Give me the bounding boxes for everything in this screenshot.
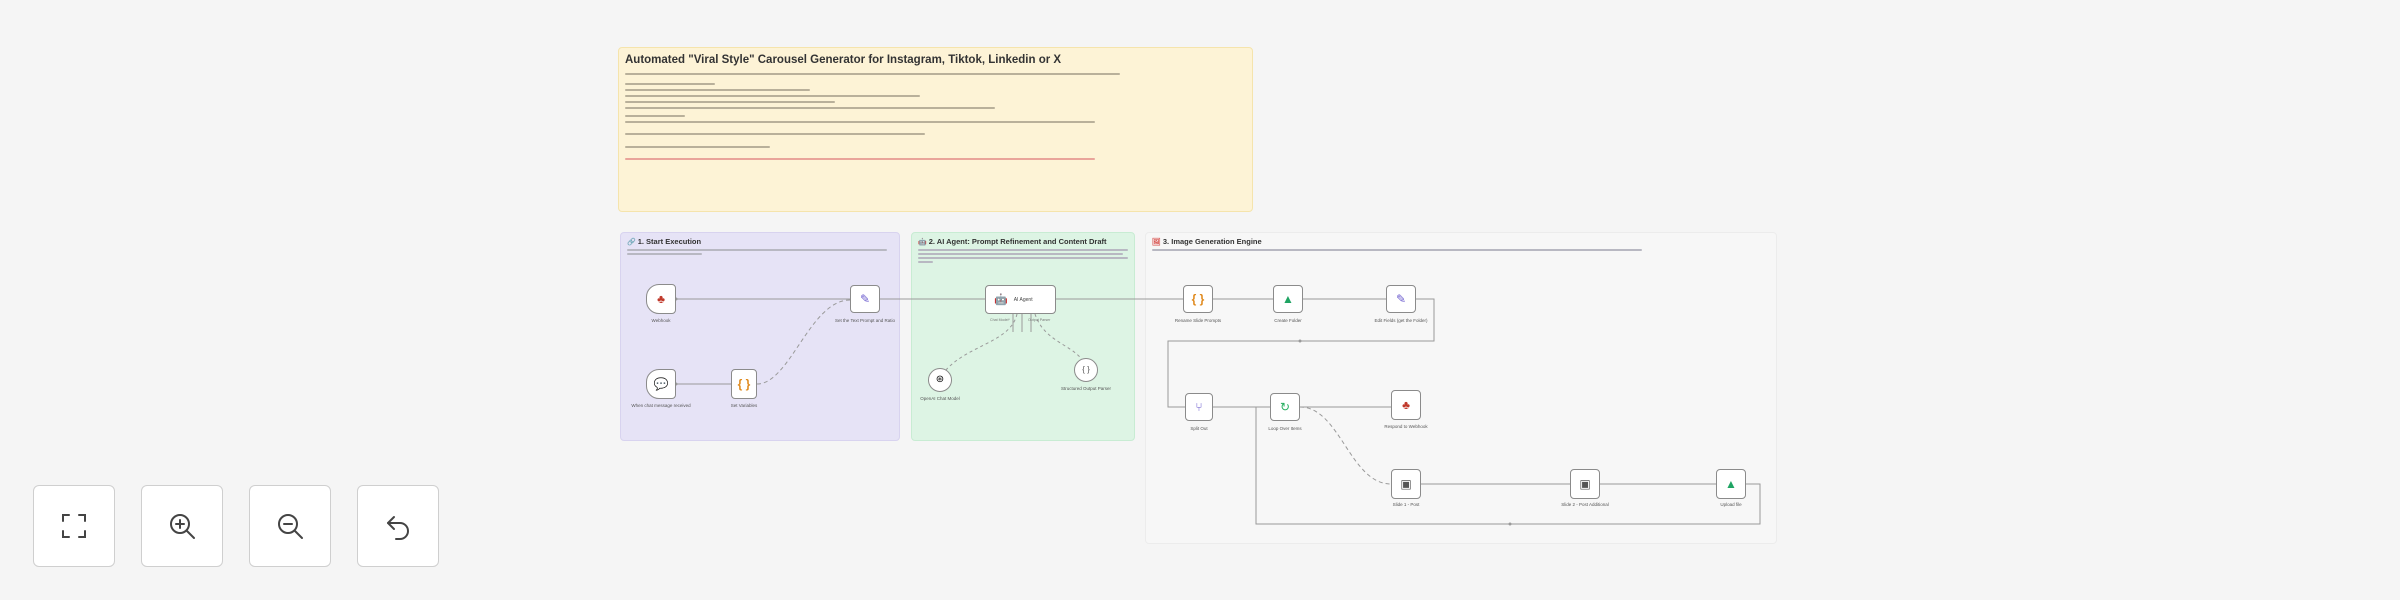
note-text-line	[918, 253, 1123, 255]
openai-icon: ⊛	[935, 374, 945, 385]
fit-to-screen-icon	[62, 514, 86, 538]
zoom-out-button[interactable]	[249, 485, 331, 567]
note-text-line	[918, 261, 933, 263]
port-label-chat-model: Chat Model*	[990, 318, 1010, 322]
node-label: When chat message received	[631, 403, 691, 408]
robot-icon: 🤖	[994, 294, 1008, 306]
note-text-line	[625, 146, 770, 148]
note-text-line	[1152, 249, 1642, 251]
note-link-line	[625, 158, 1095, 160]
google-drive-icon: ▲	[1725, 477, 1737, 491]
note-text-line	[625, 133, 925, 135]
section-emoji: 🖼	[1152, 239, 1161, 246]
section-title: 🔗1. Start Execution	[627, 237, 702, 246]
output-parser-node[interactable]: { }	[1074, 358, 1098, 382]
upload-node[interactable]: ▲	[1716, 469, 1746, 499]
zoom-in-icon	[170, 514, 195, 539]
set-prompt-node[interactable]: ✎	[850, 285, 880, 313]
ai-agent-node[interactable]: 🤖 AI Agent	[985, 285, 1056, 314]
code-icon: { }	[737, 377, 751, 391]
slide-one-node[interactable]: ▣	[1391, 469, 1421, 499]
note-text-line	[918, 257, 1128, 259]
undo-icon	[387, 516, 409, 540]
note-text-line	[625, 115, 685, 117]
webhook-icon: ♣	[1402, 398, 1410, 412]
pencil-icon: ✎	[859, 292, 871, 306]
note-text-line	[918, 249, 1128, 251]
respond-node[interactable]: ♣	[1391, 390, 1421, 420]
node-label: Split Out	[1190, 426, 1208, 431]
create-folder-node[interactable]: ▲	[1273, 285, 1303, 313]
note-text-line	[625, 89, 810, 91]
sticky-note-image-engine[interactable]: 🖼3. Image Generation Engine	[1145, 232, 1777, 544]
chat-trigger-node[interactable]: 💬	[646, 369, 676, 399]
note-text-line	[625, 121, 1095, 123]
section-emoji: 🤖	[918, 239, 927, 246]
sticky-note-title: Automated "Viral Style" Carousel Generat…	[625, 54, 1062, 66]
connection-line	[939, 313, 1018, 379]
node-label: Set the Text Prompt and Ratio	[835, 318, 895, 323]
node-label: Structured Output Parser	[1060, 386, 1112, 391]
google-drive-icon: ▲	[1282, 292, 1294, 306]
set-folder-node[interactable]: ✎	[1386, 285, 1416, 313]
sticky-note-ai-agent[interactable]: 🤖2. AI Agent: Prompt Refinement and Cont…	[911, 232, 1135, 441]
node-label: OpenAI Chat Model	[920, 396, 960, 401]
note-text-line	[627, 253, 702, 255]
section-title: 🤖2. AI Agent: Prompt Refinement and Cont…	[918, 237, 1107, 246]
node-label: Respond to Webhook	[1384, 424, 1428, 429]
fit-view-button[interactable]	[33, 485, 115, 567]
sticky-note-start-execution[interactable]: 🔗1. Start Execution	[620, 232, 900, 441]
webhook-node[interactable]: ♣	[646, 284, 676, 314]
note-text-line	[625, 101, 835, 103]
port-label-output-parser: Output Parser	[1028, 318, 1051, 322]
zoom-out-icon	[278, 514, 303, 539]
pencil-icon: ✎	[1395, 292, 1407, 306]
node-label: Webhook	[651, 318, 671, 323]
node-label: Slide 2 - Post Additional	[1561, 502, 1609, 507]
split-out-node[interactable]: ⑂	[1185, 393, 1213, 421]
image-icon: ▣	[1400, 477, 1412, 491]
connection-line	[1299, 406, 1392, 485]
node-label: Upload file	[1720, 502, 1742, 507]
loop-icon: ↻	[1279, 400, 1291, 414]
node-label: Set Variables	[730, 403, 758, 408]
connection-line	[756, 299, 851, 385]
split-node[interactable]: { }	[1183, 285, 1213, 313]
node-label: Create Folder	[1274, 318, 1302, 323]
split-icon: ⑂	[1195, 400, 1203, 414]
note-text-line	[625, 73, 1120, 75]
section-emoji: 🔗	[627, 239, 636, 246]
chat-model-node[interactable]: ⊛	[928, 368, 952, 392]
note-text-line	[625, 83, 715, 85]
edit-fields-node[interactable]: { }	[731, 369, 757, 399]
loop-node[interactable]: ↻	[1270, 393, 1300, 421]
chat-icon: 💬	[653, 377, 669, 391]
braces-icon: { }	[1191, 292, 1205, 306]
image-icon: ▣	[1579, 477, 1591, 491]
node-label: Rename Slide Prompts	[1174, 318, 1222, 323]
connection-line	[1255, 406, 1761, 525]
webhook-icon: ♣	[657, 292, 665, 306]
slide-next-node[interactable]: ▣	[1570, 469, 1600, 499]
note-text-line	[625, 95, 920, 97]
node-label: AI Agent	[1013, 296, 1033, 303]
section-title: 🖼3. Image Generation Engine	[1152, 237, 1262, 246]
note-text-line	[627, 249, 887, 251]
node-label: Slide 1 - Post	[1392, 502, 1420, 507]
braces-icon: { }	[1082, 365, 1090, 374]
reset-zoom-button[interactable]	[357, 485, 439, 567]
sticky-note-description[interactable]: Automated "Viral Style" Carousel Generat…	[618, 47, 1253, 212]
node-label: Edit Fields (get the Folder)	[1374, 318, 1428, 323]
node-label: Loop Over Items	[1268, 426, 1302, 431]
zoom-in-button[interactable]	[141, 485, 223, 567]
note-text-line	[625, 107, 995, 109]
